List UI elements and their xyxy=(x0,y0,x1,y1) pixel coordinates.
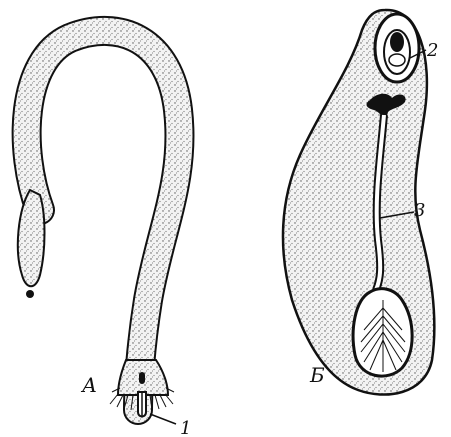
organism-a-tail-bulb xyxy=(18,190,45,286)
organism-a-tail-tip xyxy=(26,290,34,298)
panel-b-label: Б xyxy=(309,363,325,387)
panel-b-organism xyxy=(283,10,434,395)
panel-a-label: А xyxy=(80,373,97,397)
callout-3-label: 3 xyxy=(414,200,425,221)
callout-1-label: 1 xyxy=(180,418,191,437)
callout-2-label: 2 xyxy=(426,40,438,61)
callout-1-leader xyxy=(150,414,176,424)
panel-a-organism xyxy=(18,31,180,417)
